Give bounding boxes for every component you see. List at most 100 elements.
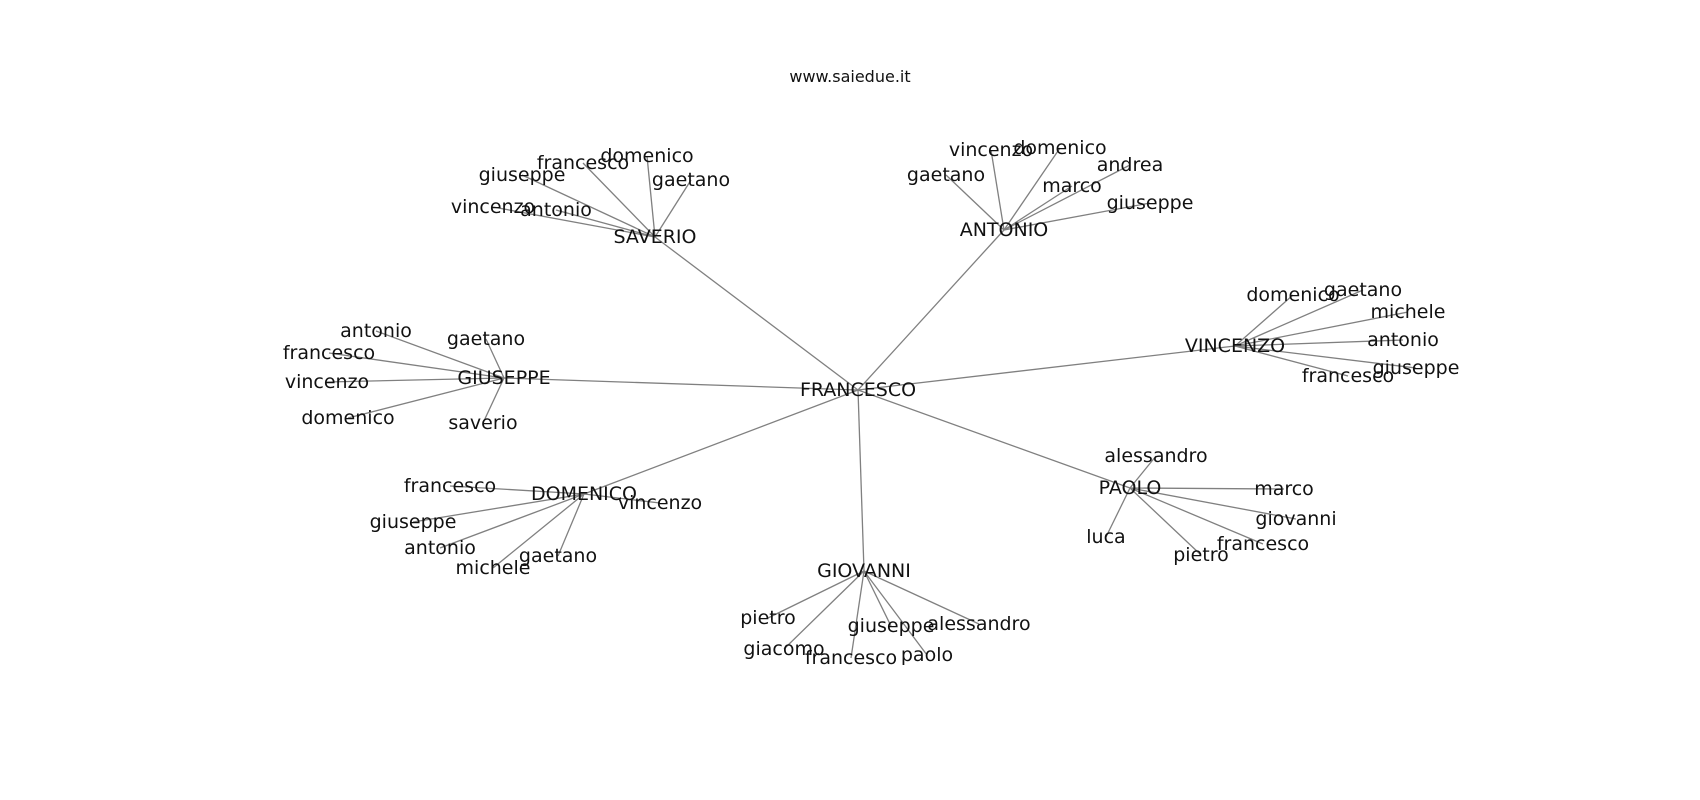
edge-giovanni-alessandro [863, 570, 980, 625]
edge-domenico-michele [492, 493, 585, 569]
edge-saverio-domenico [646, 155, 656, 238]
leaf-node-label: domenico [1013, 137, 1106, 159]
leaf-node-label: antonio [1367, 329, 1439, 351]
edge-paolo-pietro [1129, 487, 1202, 556]
edge-giuseppe-francesco [328, 352, 505, 379]
leaf-node-label: gaetano [519, 545, 597, 567]
leaf-node-label: domenico [301, 407, 394, 429]
edge-root-giuseppe [503, 377, 859, 391]
edge-paolo-francesco [1129, 487, 1264, 545]
edge-paolo-marco [1129, 487, 1285, 490]
edge-vincenzo-francesco [1234, 345, 1349, 377]
edge-domenico-antonio [439, 493, 585, 549]
hub-node-label: GIUSEPPE [457, 367, 550, 389]
edge-root-vincenzo [857, 345, 1236, 391]
hub-node-label: VINCENZO [1185, 335, 1285, 357]
edge-vincenzo-giuseppe [1234, 345, 1417, 369]
edge-giuseppe-antonio [375, 330, 505, 379]
hub-node-label: DOMENICO [531, 483, 637, 505]
edge-antonio-marco [1003, 185, 1073, 231]
hub-node-label: GIOVANNI [817, 560, 911, 582]
leaf-node-label: francesco [283, 342, 375, 364]
edge-giovanni-francesco [850, 570, 865, 659]
edges-layer [326, 147, 1417, 659]
edge-paolo-giovanni [1129, 487, 1297, 520]
hub-node-label: SAVERIO [614, 226, 697, 248]
edge-saverio-vincenzo [492, 206, 656, 238]
leaf-node-label: giacomo [743, 638, 824, 660]
edge-domenico-francesco [449, 485, 585, 495]
leaf-node-label: antonio [520, 199, 592, 221]
edge-giuseppe-saverio [482, 377, 505, 424]
edge-domenico-giuseppe [412, 493, 585, 523]
leaf-node-label: vincenzo [285, 371, 369, 393]
edge-giovanni-pietro [767, 570, 865, 619]
hub-node-label: PAOLO [1099, 477, 1162, 499]
leaf-node-label: giuseppe [1373, 357, 1460, 379]
edge-root-giovanni [857, 389, 865, 572]
edge-giovanni-paolo [863, 570, 928, 656]
leaf-node-label: giuseppe [848, 615, 935, 637]
leaf-node-label: gaetano [907, 164, 985, 186]
edge-antonio-vincenzo [990, 149, 1005, 231]
leaf-node-label: marco [1042, 175, 1102, 197]
edge-vincenzo-domenico [1234, 294, 1294, 347]
edge-giuseppe-vincenzo [326, 377, 505, 383]
edge-root-saverio [654, 236, 859, 391]
edge-vincenzo-michele [1234, 311, 1409, 347]
hub-node-label: ANTONIO [960, 219, 1049, 241]
leaf-node-label: pietro [1173, 544, 1229, 566]
leaf-node-label: vincenzo [618, 492, 702, 514]
leaf-node-label: marco [1254, 478, 1314, 500]
edge-root-antonio [857, 229, 1005, 391]
leaf-node-label: giuseppe [370, 511, 457, 533]
leaf-node-label: domenico [1246, 284, 1339, 306]
edge-vincenzo-antonio [1234, 339, 1404, 347]
leaf-node-label: francesco [805, 647, 897, 669]
leaf-node-label: antonio [340, 320, 412, 342]
leaf-node-label: gaetano [652, 169, 730, 191]
leaf-node-label: luca [1086, 526, 1125, 548]
leaf-node-label: francesco [404, 475, 496, 497]
leaf-node-label: alessandro [927, 613, 1030, 635]
edge-giuseppe-domenico [347, 377, 505, 419]
edge-vincenzo-gaetano [1234, 289, 1364, 347]
edge-antonio-gaetano [945, 174, 1005, 231]
leaf-node-label: francesco [537, 152, 629, 174]
edge-saverio-giuseppe [521, 174, 656, 238]
leaf-node-label: vincenzo [949, 139, 1033, 161]
leaf-node-label: andrea [1097, 154, 1163, 176]
leaf-node-label: giuseppe [1107, 192, 1194, 214]
leaf-node-label: giuseppe [479, 164, 566, 186]
edge-antonio-andrea [1003, 164, 1131, 231]
labels-layer: FRANCESCOSAVERIOgiuseppefrancescodomenic… [283, 137, 1460, 669]
edge-giovanni-giacomo [783, 570, 865, 650]
site-title: www.saiedue.it [789, 67, 910, 86]
leaf-node-label: paolo [901, 644, 953, 666]
edge-antonio-giuseppe [1003, 202, 1151, 231]
edge-saverio-francesco [582, 162, 656, 238]
leaf-node-label: vincenzo [451, 196, 535, 218]
edge-saverio-gaetano [654, 179, 692, 238]
leaf-node-label: pietro [740, 607, 796, 629]
edge-domenico-vincenzo [583, 493, 661, 504]
leaf-node-label: francesco [1217, 533, 1309, 555]
edge-paolo-luca [1105, 487, 1131, 538]
leaf-node-label: gaetano [1324, 279, 1402, 301]
edge-giovanni-giuseppe [863, 570, 892, 627]
edge-root-paolo [857, 389, 1131, 489]
leaf-node-label: alessandro [1104, 445, 1207, 467]
edge-domenico-gaetano [557, 493, 585, 557]
leaf-node-label: gaetano [447, 328, 525, 350]
leaf-node-label: michele [1371, 301, 1446, 323]
edge-giuseppe-gaetano [485, 338, 505, 379]
leaf-node-label: antonio [404, 537, 476, 559]
edge-root-domenico [583, 389, 859, 495]
leaf-node-label: francesco [1302, 365, 1394, 387]
leaf-node-label: giovanni [1255, 508, 1336, 530]
edge-saverio-antonio [555, 209, 656, 238]
leaf-node-label: michele [456, 557, 531, 579]
leaf-node-label: saverio [448, 412, 517, 434]
edge-paolo-alessandro [1129, 455, 1157, 489]
